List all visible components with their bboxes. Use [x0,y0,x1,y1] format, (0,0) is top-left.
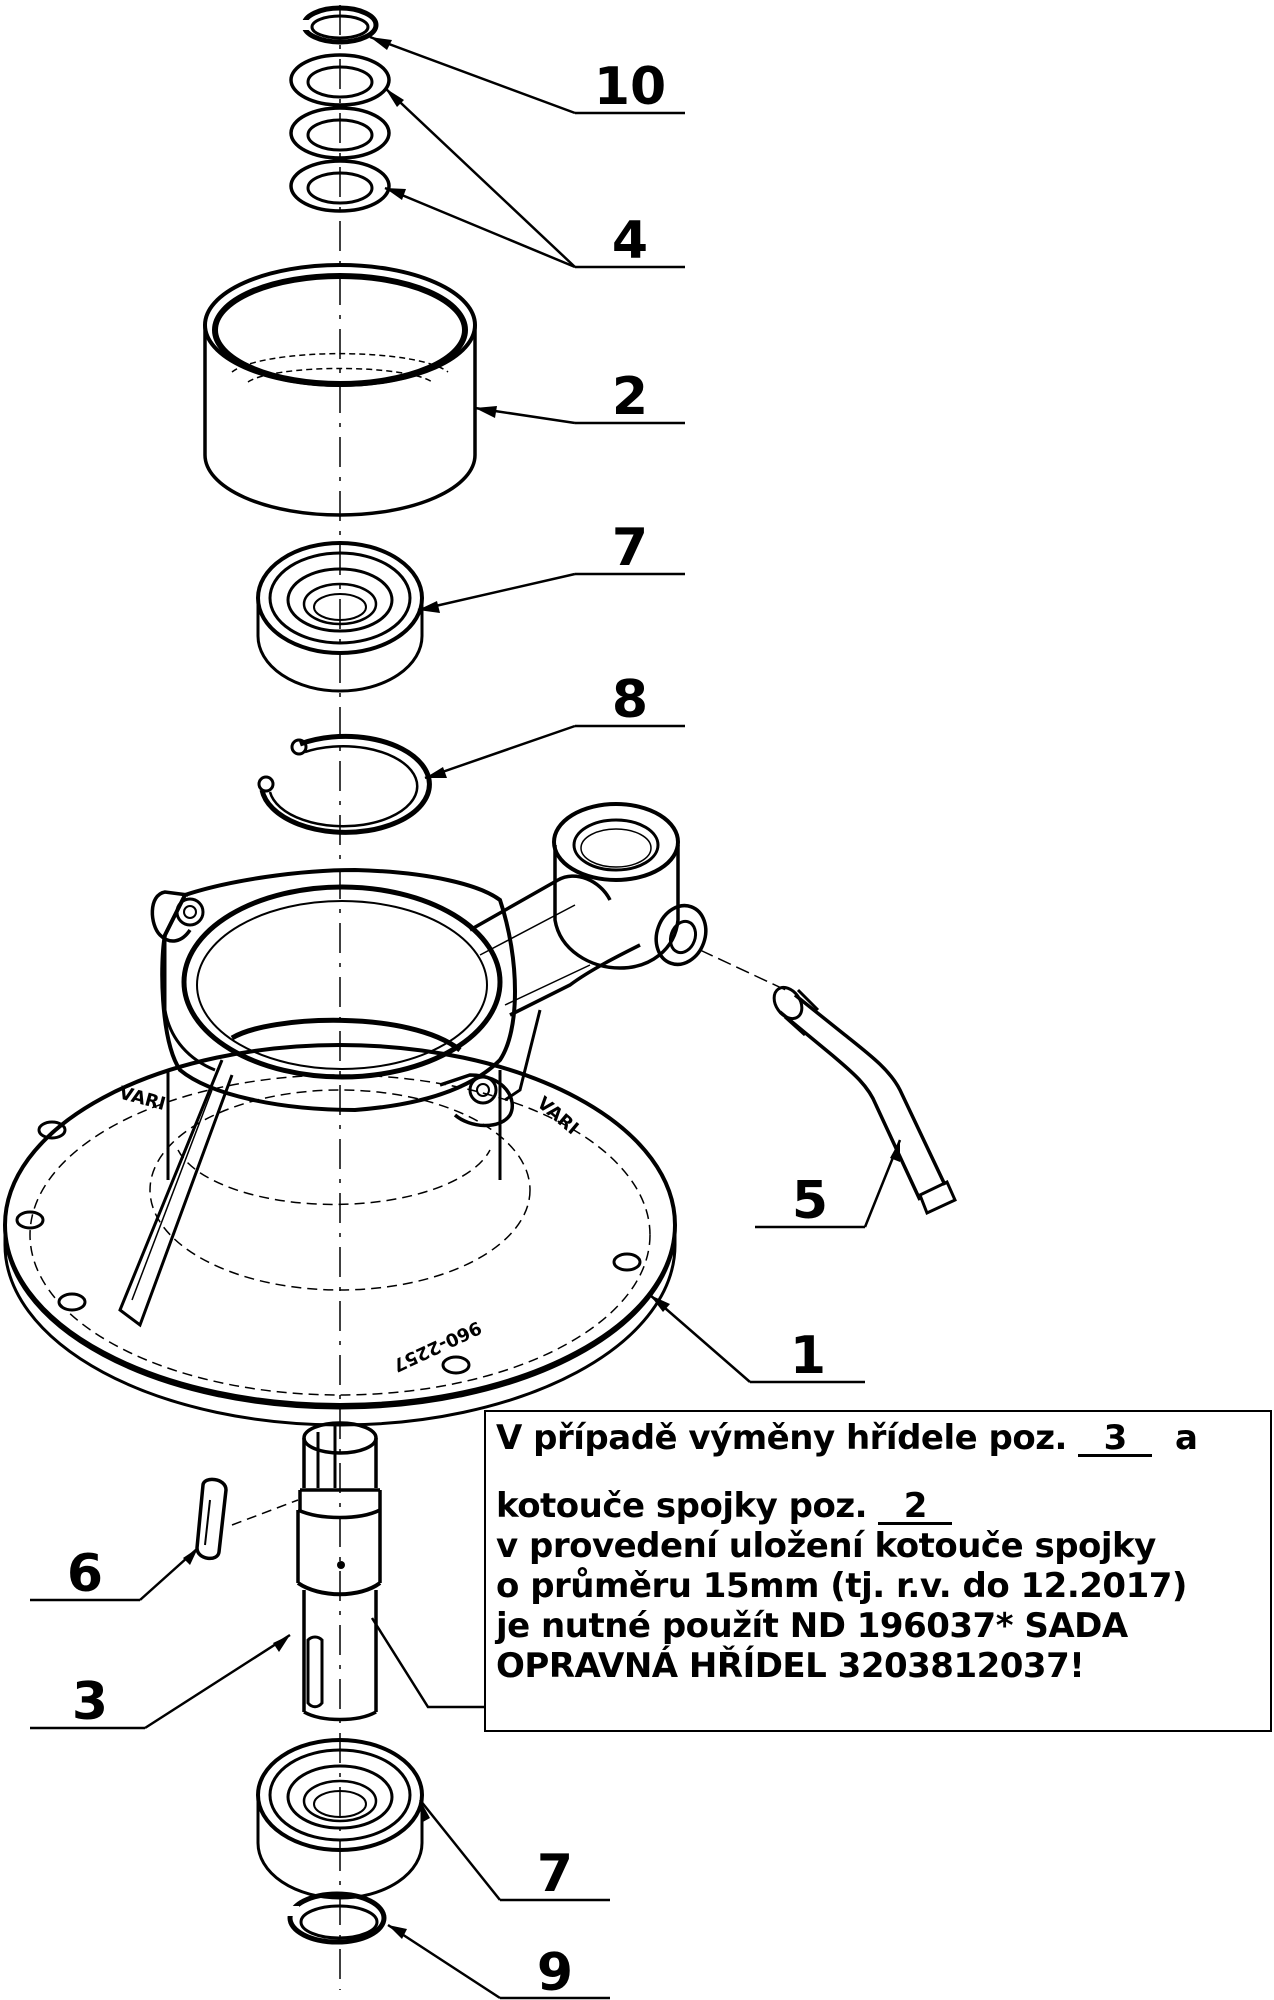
note-line-5: je nutné použít ND 196037* SADA [496,1606,1128,1646]
part-2-coupling-sleeve [203,263,477,517]
note-line1-end: a [1174,1418,1198,1458]
callout-7-upper: 7 [612,518,648,578]
callout-1: 1 [790,1326,826,1386]
note-line1-text: V případě výměny hřídele poz. [496,1418,1067,1458]
leader-arrowheads [183,37,900,1939]
part-6-key [195,1477,299,1561]
disc-marking-right: VARI [533,1093,583,1139]
part-4-washers [289,53,391,213]
note-disc-position: 2 [878,1489,953,1525]
callout-8: 8 [612,670,648,730]
note-line-2: kotouče spojky poz. 2 [496,1486,1260,1526]
note-line-4: o průměru 15mm (tj. r.v. do 12.2017) [496,1566,1187,1606]
part-7-bearing-upper [256,541,424,693]
callout-5: 5 [792,1171,828,1231]
part-3-shaft [296,1421,382,1722]
callout-2: 2 [612,367,648,427]
disc-marking-left: VARI [117,1083,168,1116]
part-10-circlip [300,5,379,45]
part-8-internal-circlip [257,733,432,835]
callout-9: 9 [537,1943,573,2000]
callout-3: 3 [72,1672,108,1732]
callout-6: 6 [67,1544,103,1604]
service-note-box: V případě výměny hřídele poz. 3 a kotouč… [484,1410,1272,1732]
note-line-3: v provedení uložení kotouče spojky [496,1526,1156,1566]
part-9-circlip [287,1891,387,1945]
callout-7-lower: 7 [537,1844,573,1904]
part-7-bearing-lower [256,1738,424,1900]
note-shaft-position: 3 [1078,1421,1153,1457]
note-line-6: OPRAVNÁ HŘÍDEL 3203812037! [496,1646,1085,1686]
note-line2-text: kotouče spojky poz. [496,1486,868,1526]
note-line-1: V případě výměny hřídele poz. 3 a [496,1418,1260,1458]
leader-lines [30,35,902,2000]
part-1-housing: VARI VARI 960-2257 [3,802,708,1427]
callout-labels: 10 4 2 7 8 5 1 6 3 7 9 [67,57,828,2000]
callout-10: 10 [594,57,666,117]
part-5-lube-tube [699,949,957,1216]
callout-4: 4 [612,211,648,271]
